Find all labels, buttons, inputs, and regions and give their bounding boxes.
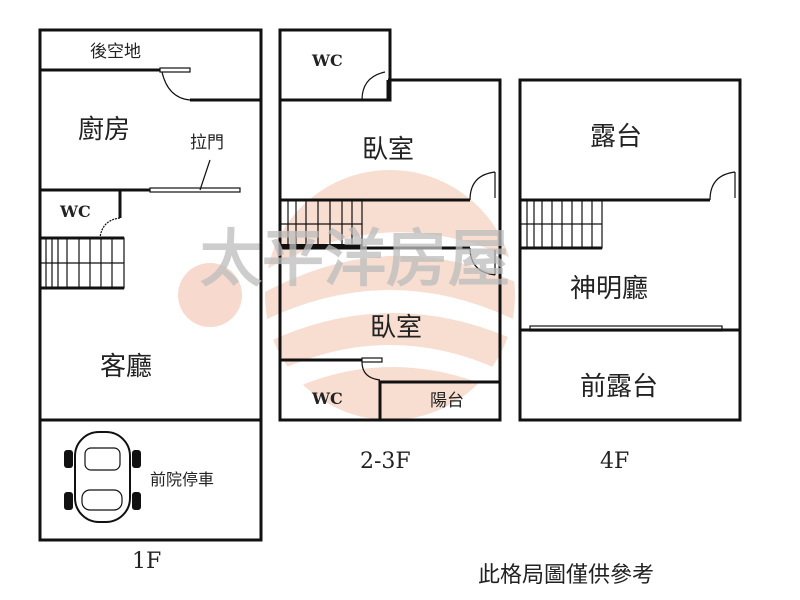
room-wc-1f: WC [59, 202, 91, 221]
room-kitchen: 廚房 [78, 115, 130, 145]
car-icon [64, 431, 141, 523]
sliding-door-label: 拉門 [190, 133, 224, 153]
room-terrace: 露台 [590, 122, 642, 152]
room-balcony: 陽台 [430, 391, 464, 411]
room-front-terrace: 前露台 [580, 372, 658, 402]
floor-1-plan [38, 28, 263, 542]
room-bedroom-2: 臥室 [370, 313, 422, 343]
stairs-4f [519, 199, 603, 250]
disclaimer: 此格局圖僅供參考 [478, 563, 654, 588]
stairs-2-3f [279, 199, 363, 249]
floor-1-label: 1F [132, 549, 161, 574]
stairs-1f [39, 236, 125, 290]
room-front-parking: 前院停車 [150, 470, 214, 489]
floor-2-3-label: 2-3F [360, 449, 411, 474]
room-wc-bottom: WC [311, 389, 343, 408]
room-bedroom-1: 臥室 [362, 135, 414, 165]
room-back-yard: 後空地 [90, 42, 141, 62]
room-living: 客廳 [100, 352, 152, 382]
floor-4-plan [518, 78, 742, 422]
room-wc-top: WC [311, 51, 343, 70]
floor-4-label: 4F [600, 449, 629, 474]
room-shrine-hall: 神明廳 [570, 274, 648, 304]
watermark-text: 太平洋房屋 [200, 222, 510, 295]
floor-2-3-plan [278, 28, 502, 422]
